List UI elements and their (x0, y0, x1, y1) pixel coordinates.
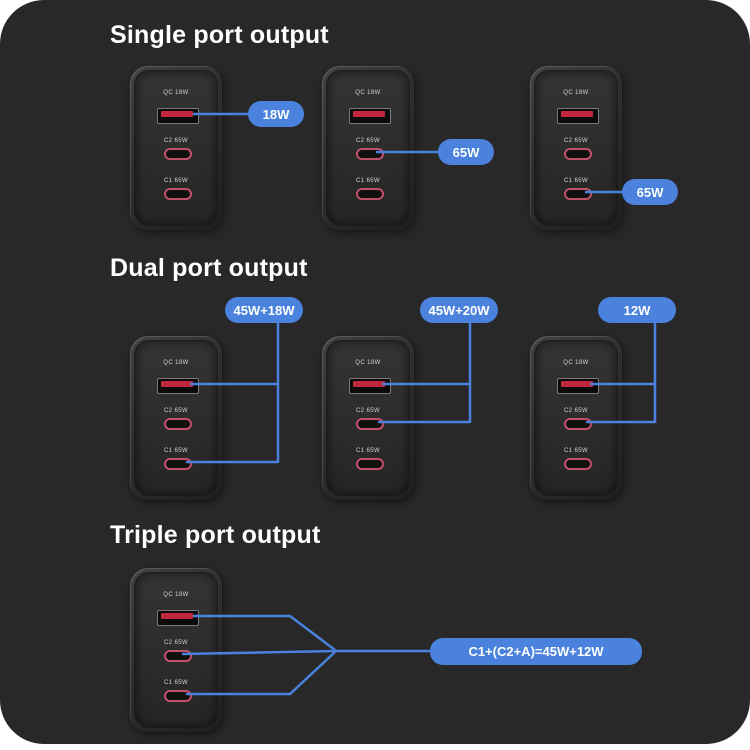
usb-a-tab (161, 111, 193, 117)
charger-single-2: QC 18W C2 65W C1 65W (322, 66, 414, 230)
port-label-c1: C1 65W (563, 178, 589, 184)
port-label-c2: C2 65W (163, 138, 189, 144)
usb-a-tab (353, 111, 385, 117)
port-label-qc: QC 18W (563, 360, 589, 366)
port-label-c1: C1 65W (163, 448, 189, 454)
usb-c-port-c1 (164, 188, 192, 200)
usb-a-port (157, 378, 199, 394)
port-label-c1: C1 65W (355, 448, 381, 454)
usb-a-tab (161, 613, 193, 619)
port-label-c1: C1 65W (355, 178, 381, 184)
usb-c-port-c1 (564, 458, 592, 470)
usb-c-port-c2 (164, 418, 192, 430)
port-label-c2: C2 65W (163, 640, 189, 646)
usb-c-port-c2 (164, 650, 192, 662)
single-port-title: Single port output (110, 21, 329, 49)
usb-c-port-c2 (356, 148, 384, 160)
usb-c-port-c2 (564, 148, 592, 160)
usb-a-port (349, 378, 391, 394)
usb-c-port-c2 (564, 418, 592, 430)
charger-triple: QC 18W C2 65W C1 65W (130, 568, 222, 732)
charger-face: QC 18W C2 65W C1 65W (134, 572, 218, 728)
charger-face: QC 18W C2 65W C1 65W (134, 340, 218, 496)
usb-c-port-c1 (164, 690, 192, 702)
charger-single-3: QC 18W C2 65W C1 65W (530, 66, 622, 230)
port-label-c1: C1 65W (563, 448, 589, 454)
usb-a-tab (561, 111, 593, 117)
charger-face: QC 18W C2 65W C1 65W (326, 70, 410, 226)
charger-face: QC 18W C2 65W C1 65W (134, 70, 218, 226)
usb-c-port-c1 (356, 188, 384, 200)
usb-a-port (557, 108, 599, 124)
port-label-c2: C2 65W (355, 408, 381, 414)
badge-dual-3: 12W (598, 297, 676, 323)
badge-dual-1: 45W+18W (225, 297, 303, 323)
port-label-qc: QC 18W (355, 360, 381, 366)
port-label-c2: C2 65W (563, 408, 589, 414)
port-label-c1: C1 65W (163, 178, 189, 184)
port-label-c1: C1 65W (163, 680, 189, 686)
usb-a-tab (561, 381, 593, 387)
usb-a-tab (353, 381, 385, 387)
port-label-c2: C2 65W (355, 138, 381, 144)
badge-single-usb-a: 18W (248, 101, 304, 127)
badge-single-c2: 65W (438, 139, 494, 165)
port-label-qc: QC 18W (163, 90, 189, 96)
usb-c-port-c1 (564, 188, 592, 200)
charger-face: QC 18W C2 65W C1 65W (326, 340, 410, 496)
badge-single-c1: 65W (622, 179, 678, 205)
triple-port-title: Triple port output (110, 521, 321, 549)
usb-c-port-c2 (356, 418, 384, 430)
port-label-c2: C2 65W (563, 138, 589, 144)
usb-a-port (349, 108, 391, 124)
charger-dual-3: QC 18W C2 65W C1 65W (530, 336, 622, 500)
charger-dual-2: QC 18W C2 65W C1 65W (322, 336, 414, 500)
usb-a-port (557, 378, 599, 394)
usb-a-port (157, 108, 199, 124)
usb-c-port-c1 (164, 458, 192, 470)
charger-face: QC 18W C2 65W C1 65W (534, 340, 618, 496)
port-label-qc: QC 18W (563, 90, 589, 96)
usb-a-port (157, 610, 199, 626)
dual-port-title: Dual port output (110, 254, 308, 282)
port-label-c2: C2 65W (163, 408, 189, 414)
charger-face: QC 18W C2 65W C1 65W (534, 70, 618, 226)
charger-single-1: QC 18W C2 65W C1 65W (130, 66, 222, 230)
charger-dual-1: QC 18W C2 65W C1 65W (130, 336, 222, 500)
port-label-qc: QC 18W (163, 592, 189, 598)
usb-a-tab (161, 381, 193, 387)
port-label-qc: QC 18W (163, 360, 189, 366)
usb-c-port-c1 (356, 458, 384, 470)
usb-c-port-c2 (164, 148, 192, 160)
badge-triple: C1+(C2+A)=45W+12W (430, 638, 642, 665)
port-label-qc: QC 18W (355, 90, 381, 96)
badge-dual-2: 45W+20W (420, 297, 498, 323)
